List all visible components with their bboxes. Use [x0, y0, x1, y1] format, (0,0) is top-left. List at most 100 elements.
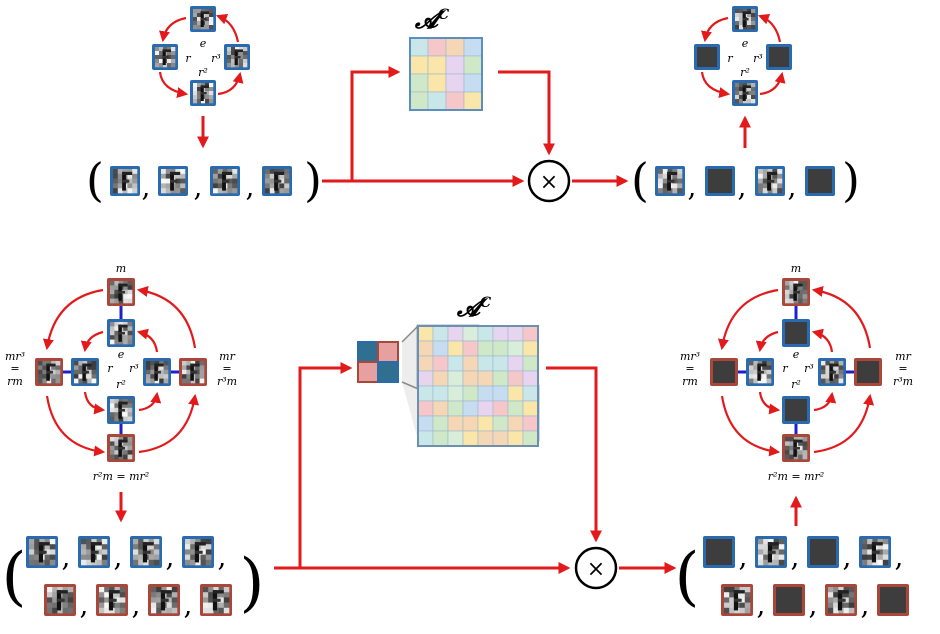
- tuple-comma: ,: [895, 540, 904, 573]
- tuple-open-top-output: (: [631, 153, 649, 207]
- output-tuple-bottom-item: [703, 536, 735, 568]
- dihedral-label-eq-left: =: [10, 362, 19, 375]
- output-tuple-bottom-item: [773, 584, 805, 616]
- output-tuple-top-item: [755, 166, 785, 196]
- dihedral-out-node-r3: [818, 358, 846, 386]
- output-tuple-bottom-item: [755, 536, 787, 568]
- operator-block-matrix: [417, 325, 539, 447]
- dihedral-out-node-r2: [782, 396, 810, 424]
- dihedral-node-r2: [107, 396, 135, 424]
- cyclic-out-label-e: e: [742, 37, 749, 50]
- dihedral-label-mr3: mr³: [5, 350, 25, 363]
- output-tuple-bottom-item: [721, 584, 753, 616]
- tuple-comma: ,: [688, 170, 697, 203]
- dihedral-out-node-e: [782, 319, 810, 347]
- dihedral-out-outer-arrow-4: [813, 393, 875, 454]
- masked-patch: [785, 399, 807, 421]
- tuple-close-bottom-input: ): [240, 546, 265, 620]
- operator-label-top: 𝓐C: [414, 5, 449, 34]
- cyclic-out-node-e: [732, 6, 758, 32]
- output-tuple-bottom-item: [825, 584, 857, 616]
- tuple-comma: ,: [194, 170, 203, 203]
- dihedral-out-label-eq-left: =: [685, 362, 694, 375]
- dihedral-out-label-rm: rm: [682, 375, 698, 388]
- masked-patch: [769, 47, 789, 67]
- dihedral-node-mr: [179, 358, 207, 386]
- output-tuple-top-item: [655, 166, 685, 196]
- dihedral-out-node-r: [746, 358, 774, 386]
- cyclic-out-label-r: r: [727, 52, 733, 65]
- dihedral-node-e: [107, 319, 135, 347]
- dihedral-out-node-r2m: [782, 434, 810, 462]
- cyclic-out-label-r2: r²: [740, 66, 750, 79]
- tuple-open-bottom-output: (: [675, 540, 700, 614]
- dihedral-out-outer-arrow-3: [720, 395, 781, 457]
- dihedral-label-eq-right: =: [222, 362, 231, 375]
- input-tuple-top-item: [110, 166, 140, 196]
- dihedral-label-r: r: [107, 362, 113, 375]
- masked-patch: [706, 539, 732, 565]
- tuple-comma: ,: [788, 170, 797, 203]
- dihedral-out-node-mr3: [710, 358, 738, 386]
- tuple-comma: ,: [184, 588, 193, 621]
- dihedral-inner-arrow-3: [138, 391, 162, 412]
- cycle-arrow-r3-e: [215, 13, 240, 43]
- tuple-comma: ,: [843, 540, 852, 573]
- masked-patch: [776, 587, 802, 613]
- input-tuple-bottom-item: [130, 536, 162, 568]
- multiply-symbol-top: ×: [540, 170, 558, 195]
- dihedral-label-rm: rm: [7, 375, 23, 388]
- dihedral-out-label-r3: r³: [804, 362, 814, 375]
- flow-arrows: [42, 13, 875, 574]
- output-tuple-bottom-item: [807, 536, 839, 568]
- cyclic-label-r2: r²: [198, 66, 208, 79]
- dihedral-outer-arrow-3: [45, 395, 106, 457]
- cyclic-label-e: e: [200, 37, 207, 50]
- cycle-out-arrow-3: [759, 71, 786, 96]
- tuple-comma: ,: [757, 588, 766, 621]
- tuple-comma: ,: [132, 588, 141, 621]
- dihedral-label-bottom: r²m = mr²: [93, 470, 149, 483]
- dihedral-out-outer-arrow-1: [717, 288, 779, 351]
- input-tuple-bottom-item: [182, 536, 214, 568]
- input-tuple-bottom-item: [96, 584, 128, 616]
- multiply-symbol-bottom: ×: [587, 557, 605, 582]
- dihedral-inner-arrow-2: [83, 391, 106, 415]
- dihedral-label-r2: r²: [116, 378, 126, 391]
- dihedral-out-inner-arrow-3: [813, 391, 837, 412]
- dihedral-out-label-r3m: r³m: [893, 375, 913, 388]
- dihedral-out-label-eq-right: =: [898, 362, 907, 375]
- dihedral-node-r3: [143, 358, 171, 386]
- dihedral-out-label-mr: mr: [895, 350, 911, 363]
- masked-patch: [810, 539, 836, 565]
- multiply-node-top: [527, 159, 571, 203]
- tuple-comma: ,: [246, 170, 255, 203]
- tuple-comma: ,: [142, 170, 151, 203]
- tuple-close-top-output: ): [842, 153, 860, 207]
- dihedral-outer-arrow-2: [136, 286, 197, 349]
- multiply-node-bottom: [574, 546, 618, 590]
- tuple-comma: ,: [166, 540, 175, 573]
- input-tuple-bottom-item: [200, 584, 232, 616]
- cycle-arrow-e-r: [159, 16, 187, 43]
- arrow-tuple-to-operator-bottom: [298, 362, 353, 568]
- tuple-open-bottom-input: (: [2, 540, 27, 614]
- cyclic-out-node-r2: [732, 80, 758, 106]
- tuple-comma: ,: [62, 540, 71, 573]
- dihedral-out-label-m: m: [791, 262, 801, 275]
- tuple-comma: ,: [861, 588, 870, 621]
- dihedral-outer-arrow-1: [42, 288, 104, 351]
- masked-patch: [708, 169, 732, 193]
- dihedral-out-outer-arrow-2: [811, 286, 872, 349]
- tuple-comma: ,: [114, 540, 123, 573]
- operator-matrix-top: [409, 37, 483, 111]
- tuple-open-top-input: (: [86, 153, 104, 207]
- dihedral-section: m e r r³ r² mr³ = rm mr = r³m r²m = mr² …: [2, 262, 914, 620]
- masked-patch: [857, 361, 879, 383]
- output-tuple-top-item: [805, 166, 835, 196]
- cyclic-node-r: [152, 44, 178, 70]
- cyclic-out-label-r3: r³: [753, 52, 763, 65]
- operator-label-bottom: 𝓐C: [456, 293, 491, 322]
- tuple-comma: ,: [218, 540, 227, 573]
